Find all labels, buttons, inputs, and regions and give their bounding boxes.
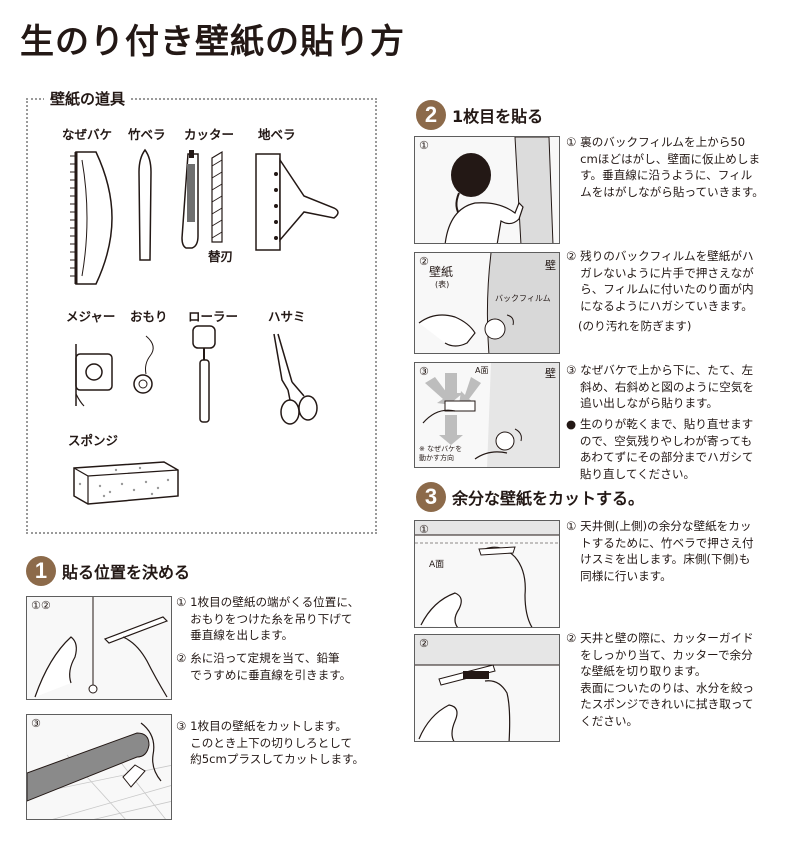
step1-heading: 1 貼る位置を決める bbox=[26, 556, 190, 586]
step2-panel-2-film-label: バックフィルム bbox=[495, 294, 551, 303]
step2-text-3-body: なぜバケで上から下に、たて、左 斜め、右斜めと図のように空気を 追い出しながら貼… bbox=[580, 363, 755, 410]
tool-label-scissors: ハサミ bbox=[268, 309, 306, 324]
spare-blade-label: 替刃 bbox=[208, 249, 234, 264]
step2-text-1-num: ① bbox=[566, 135, 577, 149]
step2-title: 1枚目を貼る bbox=[452, 107, 544, 126]
step1-text-1-body: 1枚目の壁紙の端がくる位置に、 おもりをつけた糸を吊り下げて 垂直線を出します。 bbox=[190, 595, 360, 642]
step2-text-2-num: ② bbox=[566, 249, 577, 263]
step3-badge: 3 bbox=[416, 482, 446, 512]
page-title: 生のり付き壁紙の貼り方 bbox=[20, 22, 405, 62]
step2-panel-2-wall-label: 壁 bbox=[545, 259, 556, 272]
step2-text-2-body: 残りのバックフィルムを壁紙がハ ガレないように片手で押さえなが ら、フィルムに付… bbox=[580, 249, 754, 313]
step1-text-3: ③ 1枚目の壁紙をカットします。 このとき上下の切りしろとして 約5cmプラスし… bbox=[176, 718, 364, 768]
step1-panel-1-num: ①② bbox=[31, 599, 51, 612]
step2-text-3: ③ なぜバケで上から下に、たて、左 斜め、右斜めと図のように空気を 追い出しなが… bbox=[566, 362, 754, 412]
tools-box bbox=[26, 98, 377, 534]
step1-text-2-body: 糸に沿って定規を当て、鉛筆 でうすめに垂直線を引きます。 bbox=[190, 651, 352, 682]
step3-heading: 3 余分な壁紙をカットする。 bbox=[416, 482, 644, 512]
tools-heading: 壁紙の道具 bbox=[44, 88, 132, 109]
step3-text-2: ② 天井と壁の際に、カッターガイド をしっかり当て、カッターで余分 な壁紙を切り… bbox=[566, 630, 754, 729]
step1-text-2: ② 糸に沿って定規を当て、鉛筆 でうすめに垂直線を引きます。 bbox=[176, 650, 351, 683]
brushing-air-out-illustration bbox=[422, 363, 559, 467]
sponge-icon bbox=[73, 461, 179, 505]
tool-label-bamboo-spatula: 竹ベラ bbox=[128, 127, 166, 142]
step2-panel-2-num: ② bbox=[419, 255, 429, 268]
step3-panel-1-a-label: A面 bbox=[429, 560, 445, 570]
step1-text-3-num: ③ bbox=[176, 719, 187, 733]
roller-icon bbox=[192, 325, 216, 423]
step1-text-1-num: ① bbox=[176, 595, 187, 609]
step2-panel-3: ③ A面 壁 ※ なぜバケを 動かす方向 bbox=[414, 362, 560, 468]
step1-title: 貼る位置を決める bbox=[62, 563, 191, 582]
step2-panel-3-num: ③ bbox=[419, 365, 429, 378]
tool-label-tape-measure: メジャー bbox=[66, 309, 116, 324]
step2-bullet: ● bbox=[566, 417, 577, 431]
hand-drawing-line-illustration bbox=[34, 597, 169, 698]
peeling-backfilm-illustration bbox=[418, 253, 559, 353]
scraper-icon bbox=[255, 153, 339, 251]
brush-icon bbox=[70, 151, 113, 285]
tool-label-brush: なぜバケ bbox=[62, 127, 113, 142]
step3-text-1-body: 天井側(上側)の余分な壁紙をカッ トするために、竹ベラで押さえ付 けスミを出しま… bbox=[580, 519, 754, 583]
step2-text-1: ① 裏のバックフィルムを上から50 cmほどはがし、壁面に仮止めしま す。垂直線… bbox=[566, 134, 764, 200]
step2-text-4: ● 生のりが乾くまで、貼り直せます ので、空気残りやしわが寄っても あわてずにそ… bbox=[566, 416, 754, 482]
tool-label-plumb-weight: おもり bbox=[130, 309, 168, 324]
step2-panel-3-wall-label: 壁 bbox=[545, 367, 556, 380]
step2-text-1-body: 裏のバックフィルムを上から50 cmほどはがし、壁面に仮止めしま す。垂直線に沿… bbox=[580, 135, 764, 199]
step2-text-3-num: ③ bbox=[566, 363, 577, 377]
cutter-icon bbox=[181, 150, 199, 249]
step1-badge: 1 bbox=[26, 556, 56, 586]
bamboo-spatula-icon bbox=[138, 148, 152, 261]
cutting-roll-illustration bbox=[27, 722, 171, 819]
step3-panel-1: ① A面 bbox=[414, 520, 560, 628]
step1-panel-2: ③ bbox=[26, 714, 172, 820]
tool-label-sponge: スポンジ bbox=[68, 433, 119, 448]
step3-text-1-num: ① bbox=[566, 519, 577, 533]
step2-panel-1-num: ① bbox=[419, 139, 429, 152]
step3-text-1: ① 天井側(上側)の余分な壁紙をカッ トするために、竹ベラで押さえ付 けスミを出… bbox=[566, 518, 754, 584]
step2-panel-2-wallpaper-sub: (表) bbox=[435, 280, 450, 289]
creasing-ceiling-edge-illustration bbox=[415, 521, 559, 627]
step1-text-1: ① 1枚目の壁紙の端がくる位置に、 おもりをつけた糸を吊り下げて 垂直線を出しま… bbox=[176, 594, 359, 644]
step2-text-4-body: 生のりが乾くまで、貼り直せます ので、空気残りやしわが寄っても あわてずにその部… bbox=[579, 417, 754, 481]
step3-text-2-num: ② bbox=[566, 631, 577, 645]
step2-text-2-note: (のり汚れを防ぎます) bbox=[578, 319, 692, 333]
tool-label-cutter: カッター bbox=[184, 127, 235, 142]
tape-measure-icon bbox=[75, 344, 113, 407]
step3-panel-1-num: ① bbox=[419, 523, 429, 536]
step2-panel-2-wallpaper-label: 壁紙 bbox=[429, 265, 454, 279]
step2-panel-2: ② 壁紙 (表) 壁 バックフィルム bbox=[414, 252, 560, 354]
step2-badge: 2 bbox=[416, 100, 446, 130]
step1-text-2-num: ② bbox=[176, 651, 187, 665]
woman-hanging-wallpaper-illustration bbox=[444, 137, 554, 243]
tool-label-roller: ローラー bbox=[188, 309, 239, 324]
step1-panel-1: ①② bbox=[26, 596, 172, 700]
step2-panel-1: ① bbox=[414, 136, 560, 244]
step2-text-2: ② 残りのバックフィルムを壁紙がハ ガレないように片手で押さえなが ら、フィルム… bbox=[566, 248, 754, 314]
cutting-excess-illustration bbox=[415, 635, 559, 741]
step3-panel-2-num: ② bbox=[419, 637, 429, 650]
step2-heading: 2 1枚目を貼る bbox=[416, 100, 543, 130]
tool-label-scraper: 地ベラ bbox=[258, 127, 296, 142]
step2-panel-3-a-label: A面 bbox=[475, 366, 489, 375]
step3-panel-2: ② bbox=[414, 634, 560, 742]
step3-text-2-body: 天井と壁の際に、カッターガイド をしっかり当て、カッターで余分 な壁紙を切り取り… bbox=[580, 631, 755, 728]
scissors-icon bbox=[273, 333, 318, 425]
plumb-weight-icon bbox=[133, 335, 154, 394]
step1-text-3-body: 1枚目の壁紙をカットします。 このとき上下の切りしろとして 約5cmプラスしてカ… bbox=[190, 719, 365, 766]
step3-title: 余分な壁紙をカットする。 bbox=[452, 489, 645, 508]
step1-panel-2-num: ③ bbox=[31, 717, 41, 730]
step2-panel-3-note: ※ なぜバケを 動かす方向 bbox=[419, 445, 463, 462]
spare-blade-icon bbox=[211, 150, 223, 243]
